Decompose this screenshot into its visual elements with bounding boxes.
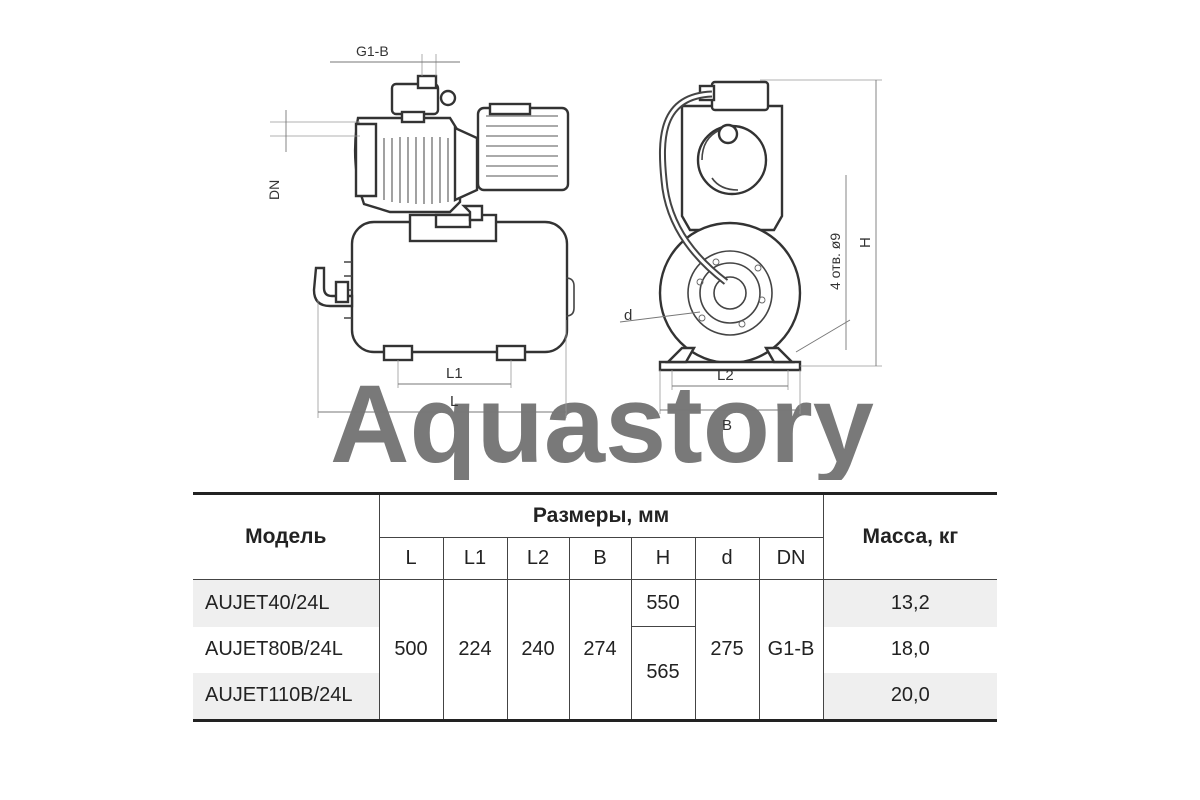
model-cell: AUJET110B/24L [193, 672, 380, 722]
label-b: B [722, 417, 732, 434]
dimensions-header: Размеры, мм [379, 492, 824, 538]
front-tank [658, 221, 802, 365]
label-l1: L1 [446, 365, 463, 382]
mass-header: Масса, кг [822, 492, 998, 580]
label-h: H [857, 237, 874, 248]
value-h-second: 565 [630, 626, 695, 722]
value-dn: G1-B [758, 579, 824, 722]
col-l1: L1 [442, 537, 507, 580]
col-d: d [694, 537, 759, 580]
value-h-first: 550 [630, 579, 695, 627]
col-dn: DN [758, 537, 824, 580]
table-row: AUJET80B/24L 565 18,0 [193, 626, 998, 722]
pressure-switch [390, 74, 457, 124]
pump-body [353, 116, 484, 222]
value-d: 275 [694, 579, 759, 722]
col-l: L [379, 537, 443, 580]
motor [476, 102, 570, 192]
model-cell: AUJET80B/24L [193, 626, 380, 673]
value-l2: 240 [506, 579, 569, 722]
label-d: d [624, 307, 632, 324]
label-l: L [450, 393, 458, 410]
value-l: 500 [379, 579, 443, 722]
table-row: AUJET110B/24L 20,0 [193, 672, 998, 722]
table-row: AUJET40/24L 500 224 240 274 550 275 G1-B… [193, 579, 998, 722]
tank [344, 213, 575, 362]
value-l1: 224 [442, 579, 507, 722]
model-header: Модель [193, 492, 380, 580]
front-pump-housing [680, 80, 784, 232]
col-h: H [630, 537, 695, 580]
label-l2: L2 [717, 367, 734, 384]
label-g1b: G1-B [356, 43, 389, 59]
watermark: Aquastory [330, 363, 874, 480]
col-l2: L2 [506, 537, 569, 580]
mass-cell: 20,0 [822, 672, 998, 722]
label-holes: 4 отв. ø9 [827, 233, 843, 290]
side-view: G1-B DN L1 L [266, 43, 575, 418]
model-cell: AUJET40/24L [193, 579, 380, 627]
front-view: d 4 отв. ø9 H L2 B [619, 79, 882, 434]
mass-cell: 18,0 [822, 626, 998, 673]
specification-table: Модель Размеры, мм Масса, кг L L1 L2 B H… [193, 492, 998, 722]
label-dn: DN [266, 180, 282, 200]
mass-cell: 13,2 [822, 579, 998, 627]
pump-technical-drawing: Aquastory [266, 43, 882, 480]
value-b: 274 [568, 579, 631, 722]
col-b: B [568, 537, 631, 580]
